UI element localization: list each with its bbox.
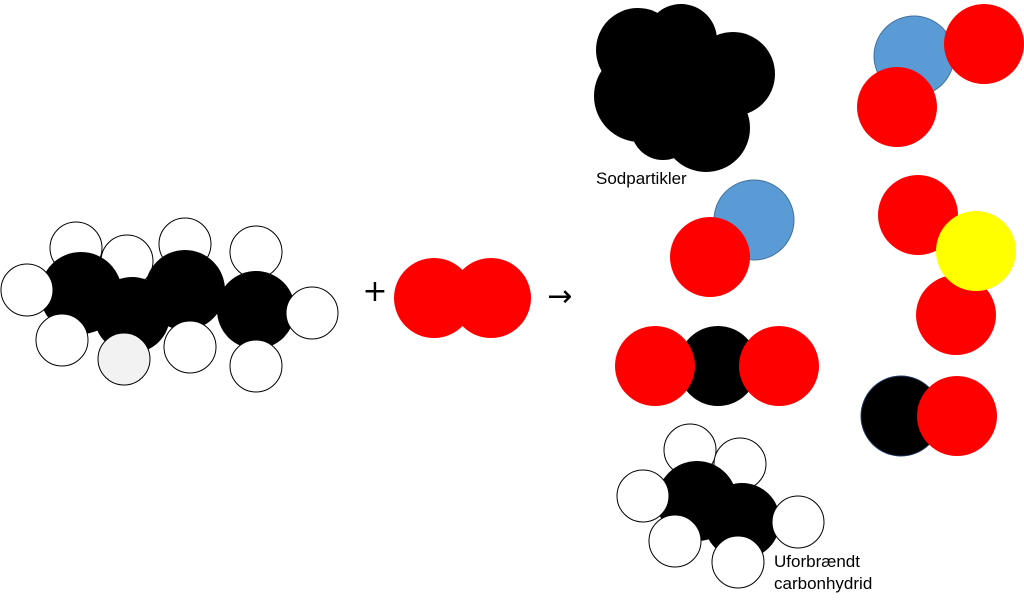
carbon-atom	[678, 326, 758, 406]
sulfur-dioxide	[878, 175, 1016, 355]
hydrocarbon-fuel	[0, 217, 339, 393]
oxygen-atom	[394, 258, 474, 338]
carbon-atom	[217, 271, 295, 349]
oxygen-atom	[670, 217, 750, 297]
soot-label: Sodpartikler	[596, 169, 687, 188]
oxygen-atom	[857, 67, 937, 147]
carbon-atom	[145, 250, 225, 330]
unburned-label-line2: carbonhydrid	[774, 574, 872, 593]
carbon-atom	[704, 483, 780, 559]
hydrogen-atom	[229, 339, 283, 393]
hydrogen-atom	[711, 535, 765, 589]
oxygen-atom	[615, 326, 695, 406]
oxygen-atom	[917, 376, 997, 456]
oxygen-atom	[878, 175, 958, 255]
hydrogen-atom	[163, 320, 217, 374]
soot-particle	[594, 4, 775, 172]
hydrogen-atom	[771, 495, 825, 549]
sulfur-atom	[936, 211, 1016, 291]
hydrogen-atom	[35, 313, 89, 367]
oxygen-atom	[916, 275, 996, 355]
hydrogen-atom	[285, 286, 339, 340]
hydrogen-atom	[0, 263, 54, 317]
carbon-dioxide	[615, 326, 819, 406]
carbon-monoxide	[860, 375, 997, 457]
unburned-label-line1: Uforbrændt	[774, 552, 860, 571]
oxygen-molecule	[394, 258, 531, 338]
plus-sign: +	[362, 274, 387, 309]
reaction-arrow: →	[547, 279, 572, 314]
hydrogen-atom	[616, 469, 670, 523]
unburned-hydrocarbon	[616, 423, 825, 589]
nitrogen-dioxide	[857, 4, 1024, 147]
hydrogen-atom	[97, 332, 151, 386]
oxygen-atom	[944, 4, 1024, 84]
nitrogen-monoxide	[670, 179, 795, 297]
hydrogen-atom	[648, 514, 702, 568]
oxygen-atom	[739, 326, 819, 406]
oxygen-atom	[451, 258, 531, 338]
hydrogen-atom	[229, 225, 283, 279]
